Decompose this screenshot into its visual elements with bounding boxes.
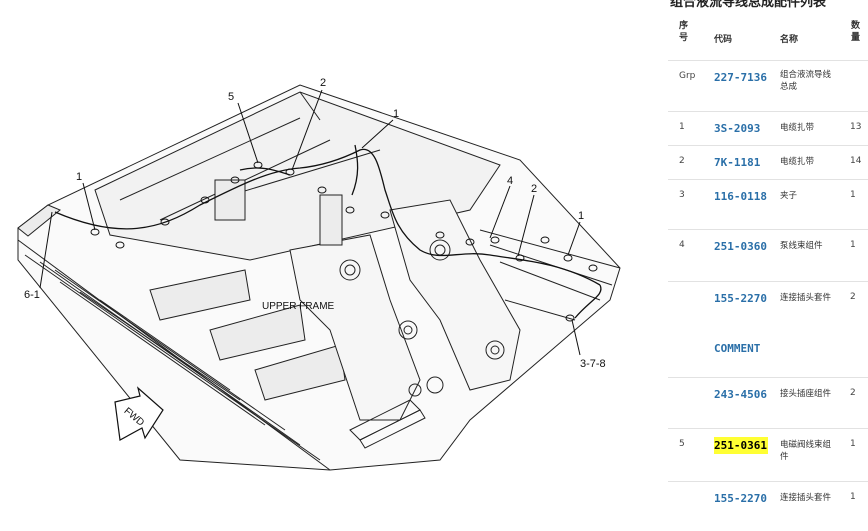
part-qty: 2 (850, 292, 856, 302)
part-code-link-highlighted[interactable]: 251-0361 (714, 437, 768, 454)
callout-label: 1 (76, 171, 82, 183)
frame-diagram: 5 2 1 1 4 2 1 6-1 3-7-8 UPPER FRAME FWD (17, 77, 621, 471)
table-row: 4 251-0360 泵线束组件 1 (668, 229, 868, 281)
part-name: 电缆扎带 (780, 123, 815, 133)
part-qty: 1 (850, 240, 856, 250)
part-code-link[interactable]: 116-0118 (714, 190, 767, 203)
parts-list-panel: 组合液流导线总成配件列表 序号 代码 名称 数量 Grp 227-7136 组合… (668, 0, 868, 531)
callout-label: 1 (578, 210, 584, 222)
comment-link[interactable]: COMMENT (714, 342, 761, 355)
part-name: 电缆扎带 (780, 157, 815, 167)
callout-label: 5 (228, 91, 234, 103)
row-no: 3 (679, 190, 685, 200)
table-row: 155-2270 连接插头套件 1 (668, 481, 868, 531)
callout-label: 6-1 (24, 289, 40, 301)
row-no: 5 (679, 439, 685, 449)
comment-row: COMMENT (668, 331, 868, 377)
parts-list-header: 序号 代码 名称 数量 (668, 20, 868, 60)
table-row: 5 251-0361 电磁阀线束组件 1 (668, 428, 868, 481)
row-no: Grp (679, 71, 696, 81)
parts-list-title: 组合液流导线总成配件列表 (670, 0, 827, 10)
part-name: 夹子 (780, 191, 798, 201)
frame-label: UPPER FRAME (262, 301, 335, 312)
part-name: 组合液流导线总成 (780, 70, 832, 92)
row-no: 4 (679, 240, 685, 250)
part-code-link[interactable]: 155-2270 (714, 292, 767, 305)
table-row: 1 3S-2093 电缆扎带 13 (668, 111, 868, 146)
part-qty: 1 (850, 492, 856, 502)
fwd-arrow-icon: FWD (114, 386, 164, 441)
part-code-link[interactable]: 227-7136 (714, 71, 767, 84)
header-name: 名称 (780, 35, 799, 45)
frame-illustration: 5 2 1 1 4 2 1 6-1 3-7-8 UPPER FRAME FWD (17, 77, 621, 471)
part-name: 连接插头套件 (780, 493, 832, 503)
callout-label: 2 (320, 77, 326, 89)
part-code-link[interactable]: 7K-1181 (714, 156, 761, 169)
part-name: 泵线束组件 (780, 241, 823, 251)
part-name: 连接插头套件 (780, 293, 832, 303)
callout-label: 3-7-8 (580, 358, 606, 370)
row-no: 1 (679, 122, 685, 132)
header-no: 序号 (679, 21, 689, 43)
header-code: 代码 (714, 35, 733, 45)
header-qty: 数量 (851, 21, 861, 43)
part-qty: 1 (850, 439, 856, 449)
part-qty: 2 (850, 388, 856, 398)
row-no: 2 (679, 156, 685, 166)
callout-label: 2 (531, 183, 537, 195)
part-name: 接头插座组件 (780, 389, 832, 399)
part-code-link[interactable]: 3S-2093 (714, 122, 761, 135)
part-code-link[interactable]: 155-2270 (714, 492, 767, 505)
table-row: 2 7K-1181 电缆扎带 14 (668, 145, 868, 180)
callout-label: 1 (393, 108, 399, 120)
part-code-link[interactable]: 251-0360 (714, 240, 767, 253)
table-row: 155-2270 连接插头套件 2 (668, 281, 868, 332)
part-qty: 14 (850, 156, 862, 166)
part-qty: 1 (850, 190, 856, 200)
table-row: Grp 227-7136 组合液流导线总成 (668, 60, 868, 111)
part-code-link[interactable]: 243-4506 (714, 388, 767, 401)
part-name: 电磁阀线束组件 (780, 440, 832, 462)
table-row: 243-4506 接头插座组件 2 (668, 377, 868, 429)
table-row: 3 116-0118 夹子 1 (668, 179, 868, 230)
part-qty: 13 (850, 122, 862, 132)
callout-label: 4 (507, 175, 513, 187)
